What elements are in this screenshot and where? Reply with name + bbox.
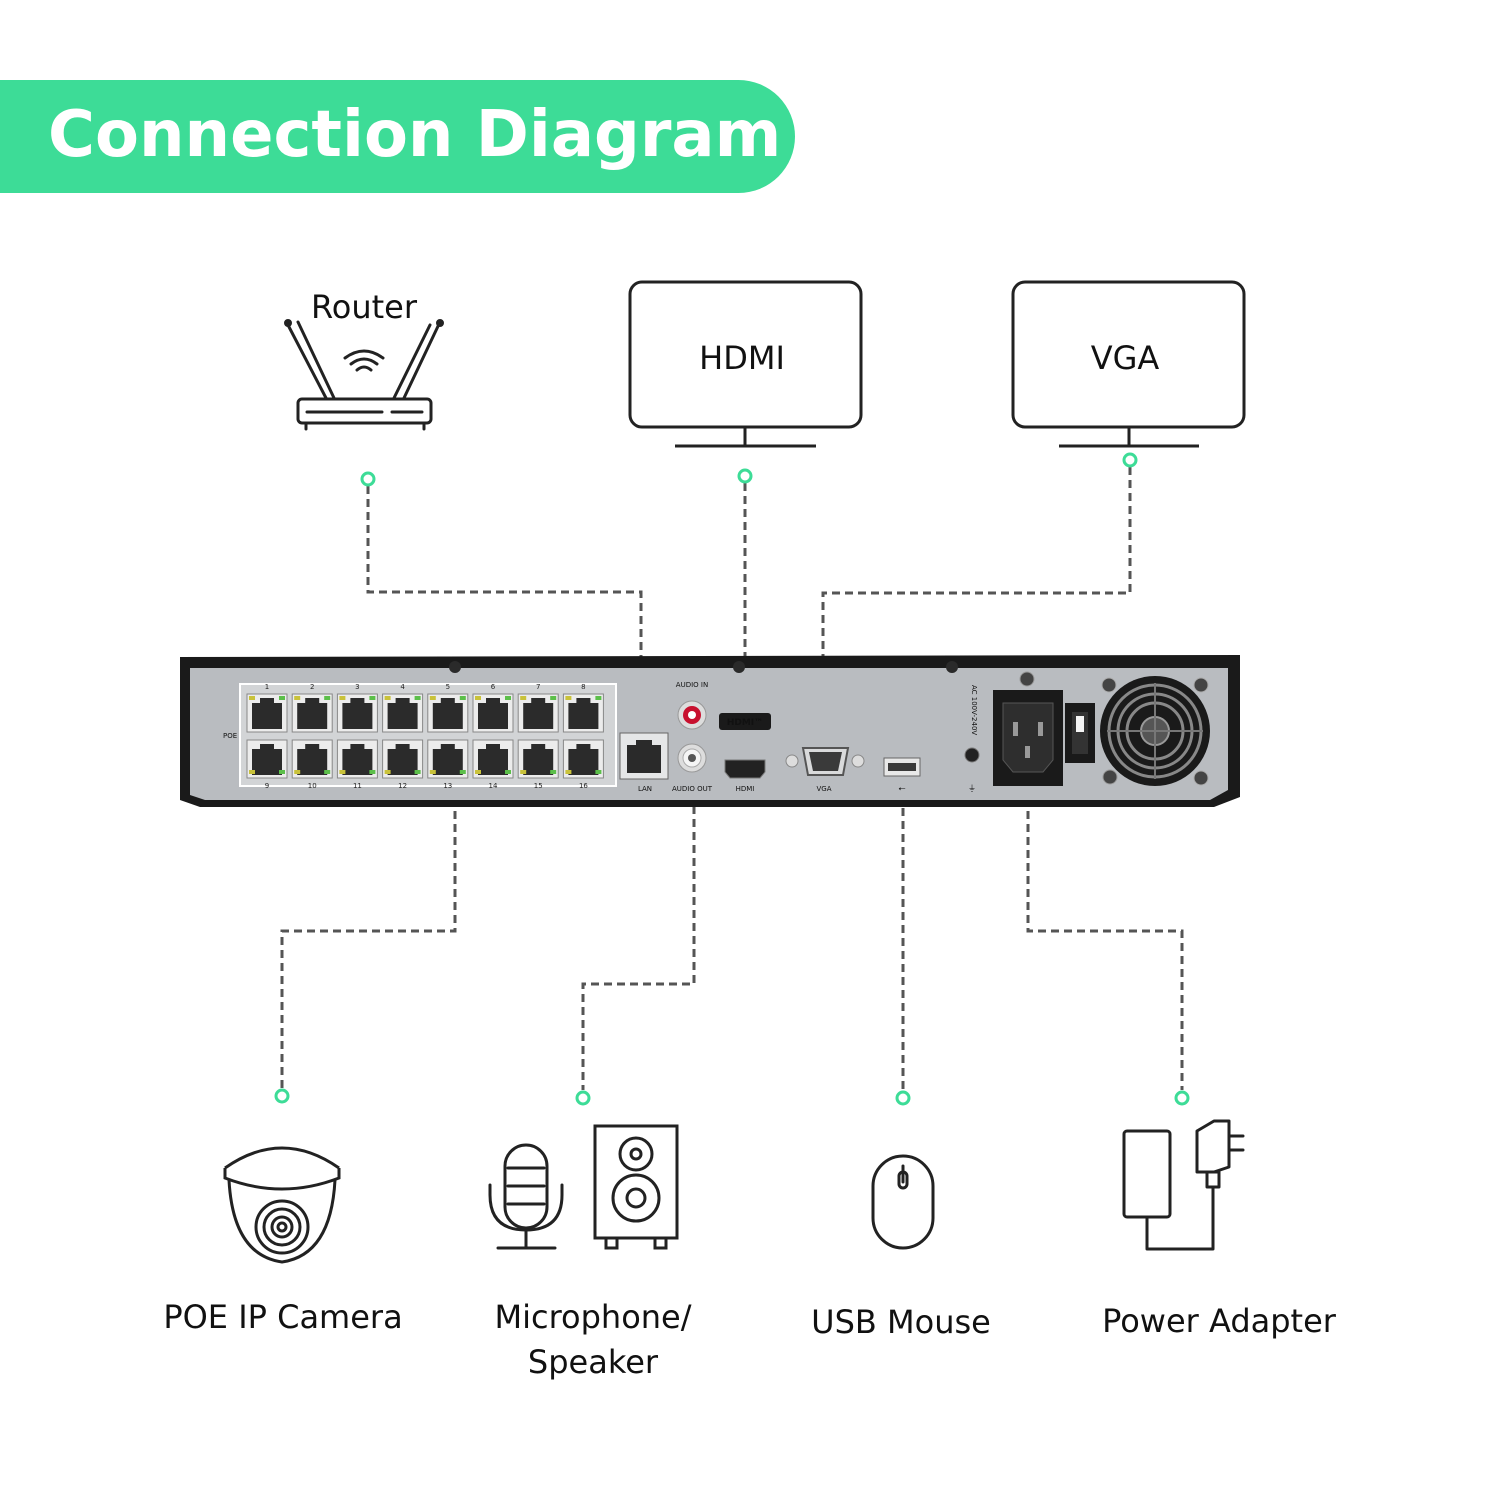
mouse-label: USB Mouse xyxy=(811,1303,991,1341)
ac-rating-label: AC 100V-240V xyxy=(970,685,978,735)
lan-port xyxy=(619,732,669,780)
hdmi-monitor-icon xyxy=(628,280,863,448)
poe-port xyxy=(517,693,559,733)
router-label: Router xyxy=(311,288,418,326)
poe-port-number: 13 xyxy=(443,782,452,790)
line-camera xyxy=(280,785,457,1088)
poe-ports xyxy=(246,693,604,779)
dot-audio xyxy=(575,1090,591,1106)
poe-port xyxy=(336,739,378,779)
line-router-lan xyxy=(366,486,643,740)
poe-port xyxy=(427,693,469,733)
power-label: Power Adapter xyxy=(1102,1302,1337,1340)
poe-port-number: 15 xyxy=(534,782,543,790)
hdmi-logo-badge xyxy=(719,713,771,730)
hdmi-port xyxy=(724,759,766,779)
camera-label: POE IP Camera xyxy=(163,1298,402,1336)
hdmi-monitor-label: HDMI xyxy=(699,339,785,377)
vga-monitor-icon xyxy=(1011,280,1246,448)
poe-port-number: 1 xyxy=(265,683,269,691)
poe-port xyxy=(246,739,288,779)
poe-port xyxy=(336,693,378,733)
poe-port-number: 2 xyxy=(310,683,314,691)
router-icon xyxy=(284,319,444,431)
poe-port-number: 3 xyxy=(355,683,359,691)
microphone-icon xyxy=(488,1143,564,1250)
ground-terminal xyxy=(964,747,980,763)
poe-port-number: 12 xyxy=(398,782,407,790)
poe-port-number: 7 xyxy=(536,683,540,691)
poe-port-number: 4 xyxy=(400,683,405,691)
connection-lines xyxy=(280,467,1184,1090)
connector-dots xyxy=(274,452,1190,1106)
audio-in-port xyxy=(677,700,707,730)
dot-usb xyxy=(895,1090,911,1106)
line-audio xyxy=(581,793,696,1090)
audio-label-line2: Speaker xyxy=(528,1343,659,1381)
poe-port xyxy=(291,693,333,733)
dot-power xyxy=(1174,1090,1190,1106)
dot-router xyxy=(360,471,376,487)
poe-port xyxy=(382,693,424,733)
power-switch xyxy=(1065,703,1095,763)
ground-symbol: ⏚ xyxy=(968,784,976,793)
poe-port xyxy=(427,739,469,779)
poe-port xyxy=(562,739,604,779)
vga-port xyxy=(785,747,865,776)
lan-label: LAN xyxy=(638,785,652,793)
poe-port-number: 9 xyxy=(265,782,269,790)
poe-port xyxy=(382,739,424,779)
poe-port xyxy=(562,693,604,733)
dot-vga xyxy=(1122,452,1138,468)
vga-monitor-label: VGA xyxy=(1091,339,1160,377)
poe-port-number: 11 xyxy=(353,782,362,790)
speaker-icon xyxy=(593,1124,679,1250)
poe-port xyxy=(517,739,559,779)
poe-port xyxy=(291,739,333,779)
poe-port-number: 16 xyxy=(579,782,588,790)
dome-camera-icon xyxy=(223,1146,341,1264)
poe-port-number: 5 xyxy=(446,683,450,691)
hdmi-logo: HDMI™ xyxy=(727,718,763,728)
poe-port xyxy=(472,739,514,779)
line-vga xyxy=(821,467,1132,758)
page-title: Connection Diagram xyxy=(48,98,782,172)
poe-port-numbers-bottom: 9 10 11 12 13 14 15 16 xyxy=(265,782,589,790)
mouse-icon xyxy=(871,1154,935,1250)
audio-out-label: AUDIO OUT xyxy=(672,785,713,793)
poe-label: POE xyxy=(223,732,237,740)
usb-port xyxy=(883,757,921,777)
power-adapter-icon xyxy=(1122,1119,1245,1251)
title-banner xyxy=(0,80,795,193)
audio-out-port xyxy=(677,743,707,773)
poe-port-number: 8 xyxy=(581,683,585,691)
poe-port xyxy=(246,693,288,733)
audio-label-line1: Microphone/ xyxy=(494,1298,691,1336)
line-power xyxy=(1026,785,1184,1090)
dot-hdmi xyxy=(737,468,753,484)
power-socket xyxy=(993,690,1063,786)
poe-port-numbers-top: 1 2 3 4 5 6 7 8 xyxy=(265,683,586,691)
usb-symbol: ⭠ xyxy=(898,784,905,794)
fan-icon xyxy=(1100,676,1210,786)
vga-port-label: VGA xyxy=(816,785,831,793)
poe-port xyxy=(472,693,514,733)
hdmi-port-label: HDMI xyxy=(736,785,755,793)
poe-port-number: 14 xyxy=(489,782,498,790)
poe-port-number: 10 xyxy=(308,782,317,790)
dot-camera xyxy=(274,1088,290,1104)
audio-in-label: AUDIO IN xyxy=(676,681,708,689)
poe-port-number: 6 xyxy=(491,683,496,691)
